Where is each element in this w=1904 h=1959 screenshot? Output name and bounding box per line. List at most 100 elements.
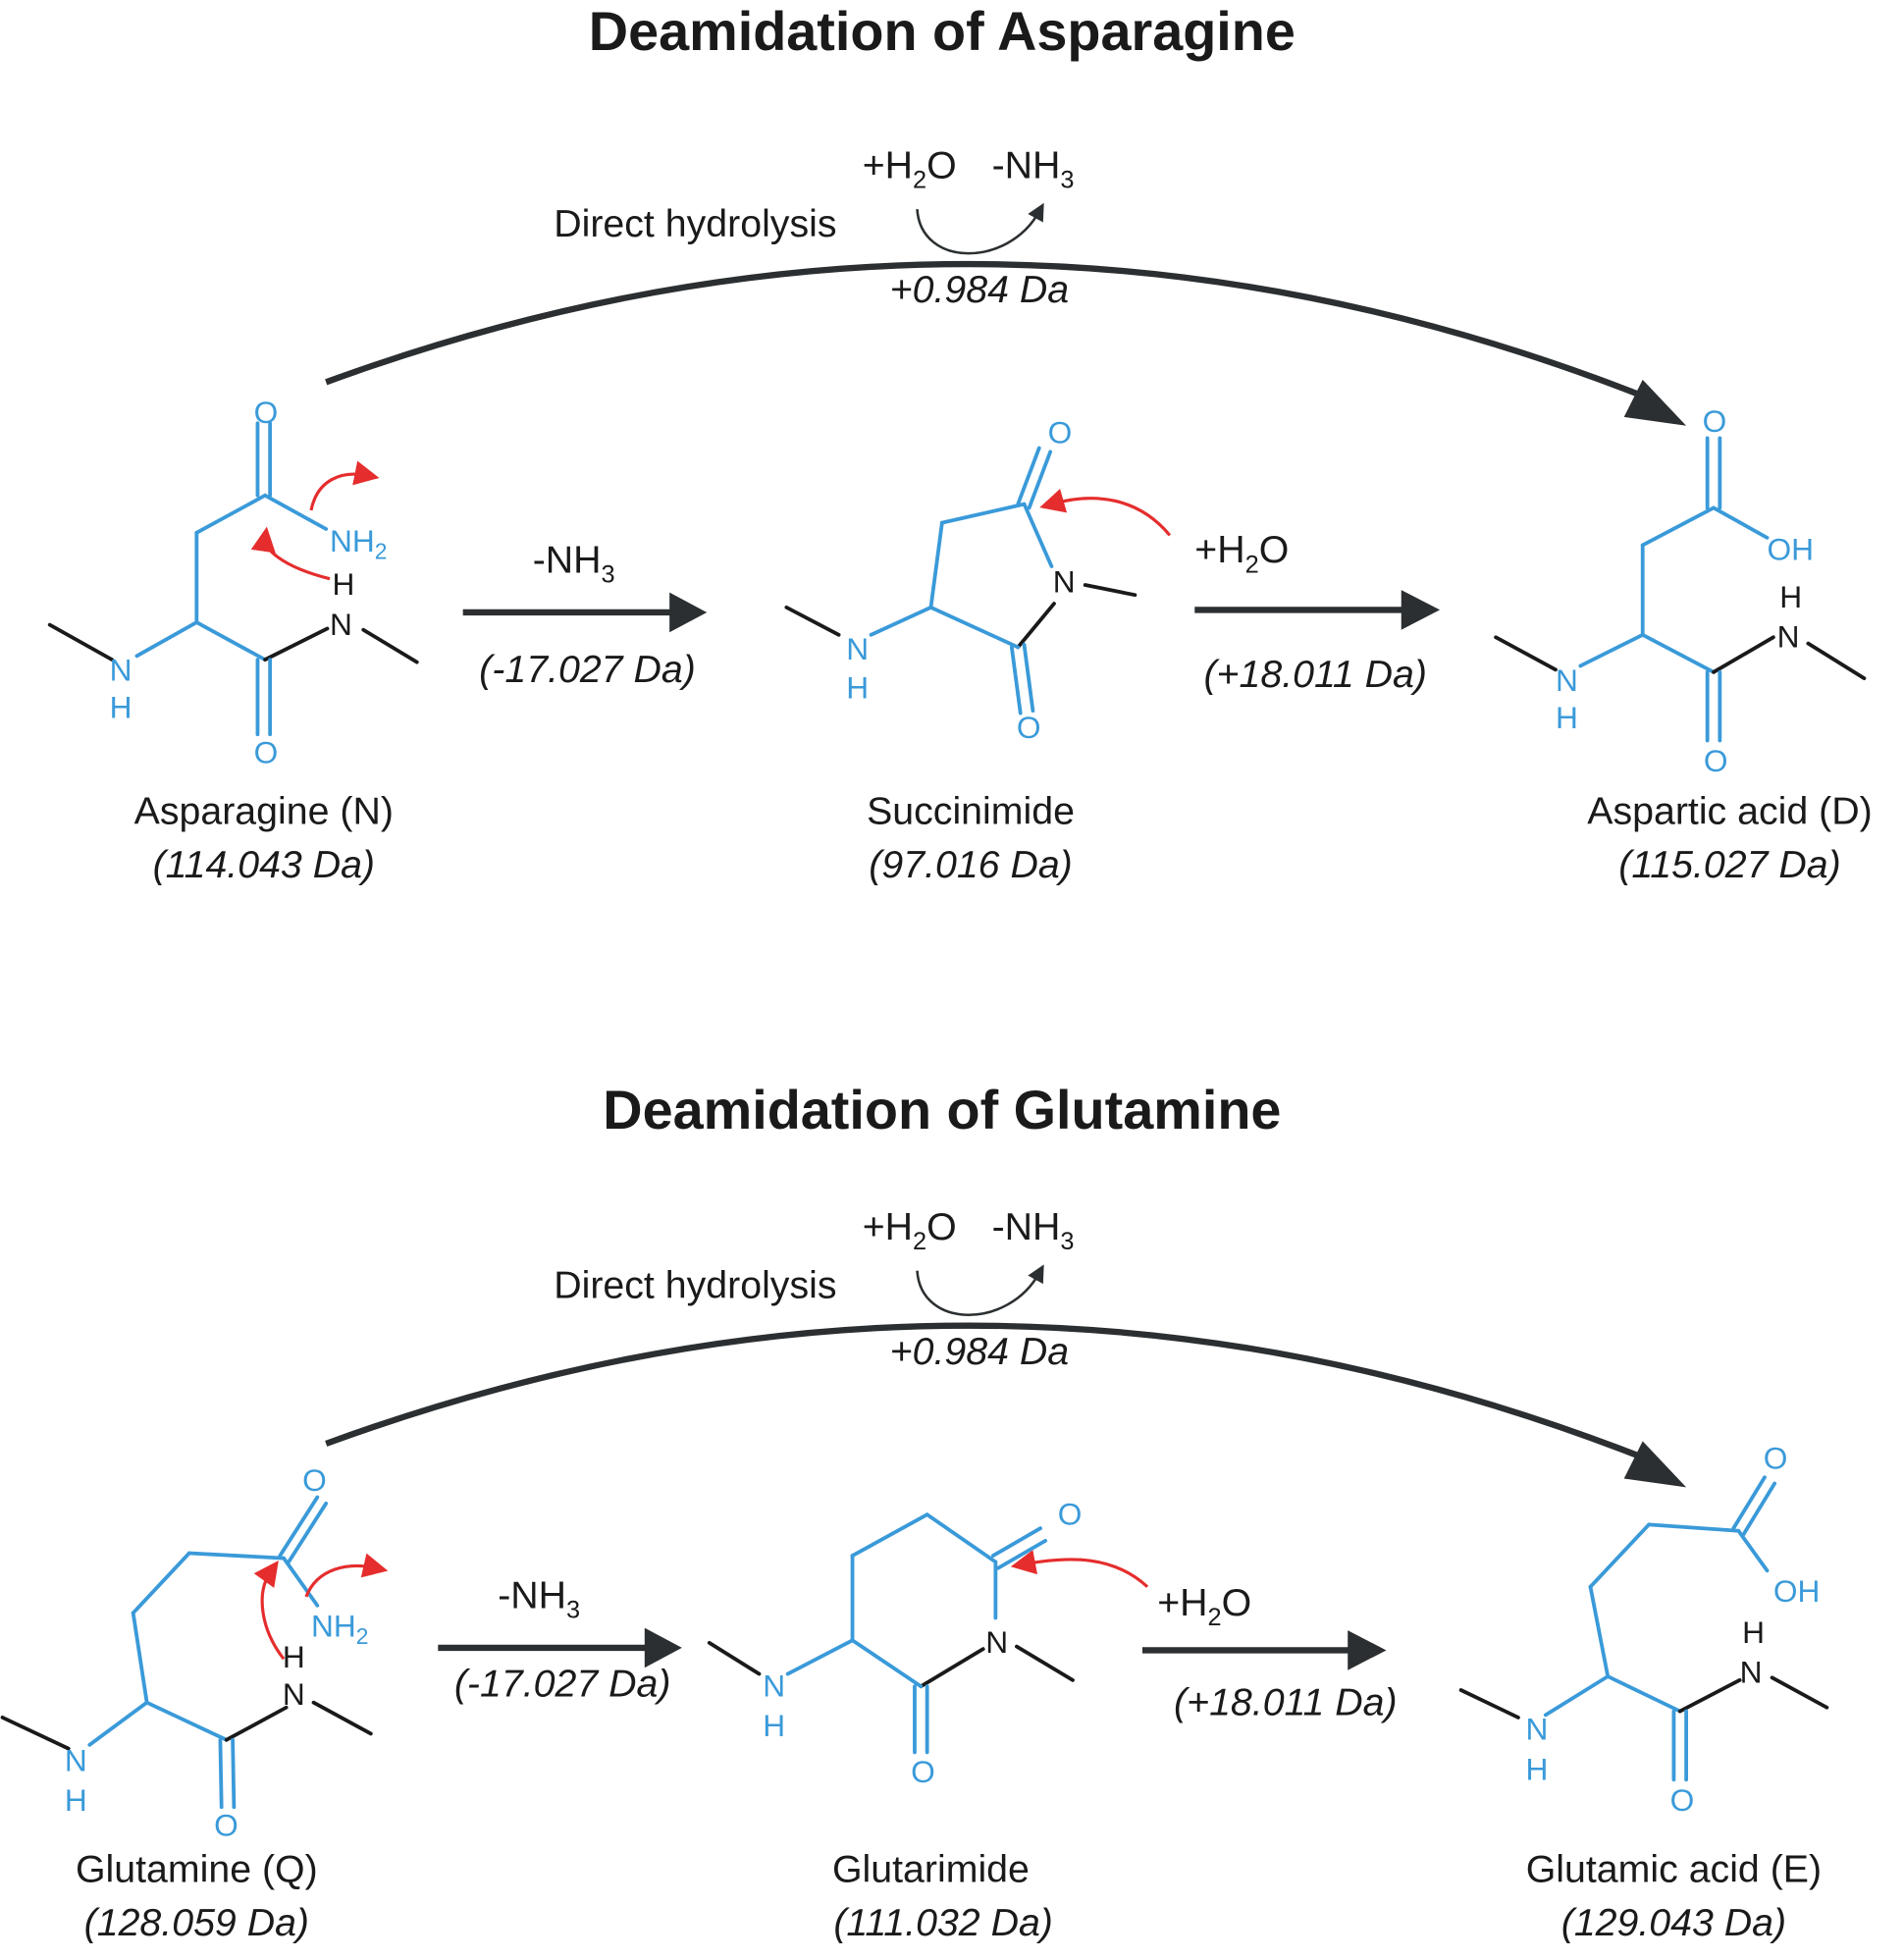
bond-line (1770, 1675, 1829, 1710)
bond-line (1015, 1644, 1075, 1682)
bond-line (925, 1512, 998, 1564)
atom-label: O (1048, 415, 1073, 450)
ammonia-released-label: -NH3 (992, 143, 1075, 193)
atom-label: H (1779, 579, 1802, 614)
atom-label: N (283, 1676, 305, 1712)
arrow-head-icon (1623, 1441, 1687, 1488)
electron-arrow-icon (1010, 1550, 1149, 1588)
atom-label: O (214, 1807, 238, 1842)
direct-hydrolysis-label: Direct hydrolysis (554, 1264, 836, 1307)
bond-line (1677, 1677, 1742, 1714)
step2-label: +H2O (1157, 1581, 1251, 1631)
side-reaction-arrow-icon (916, 202, 1044, 255)
bond-line (47, 622, 115, 662)
bond-line (1022, 502, 1054, 568)
bond-line (1016, 446, 1041, 506)
step1-mass: (-17.027 Da) (479, 648, 696, 691)
bond-line (311, 1700, 373, 1736)
bond-line (263, 626, 330, 662)
intermediate-name: Succinimide (867, 790, 1075, 833)
bond-line (134, 620, 199, 659)
direct-hydrolysis: Direct hydrolysis +H2O -NH3 +0.984 Da (325, 1205, 1687, 1488)
step2-mass: (+18.011 Da) (1203, 653, 1427, 696)
bond-line (287, 1501, 329, 1564)
intermediate-mass: (111.032 Da) (833, 1901, 1053, 1944)
electron-arrow-icon (250, 526, 331, 581)
atom-label: N (1053, 564, 1076, 600)
aspartic-acid-structure: N H O OH O H N (1494, 403, 1867, 778)
step1-reaction: -NH3 (-17.027 Da) (438, 1573, 682, 1705)
step2-reaction: +H2O (+18.011 Da) (1142, 1581, 1398, 1723)
bond-line (282, 1556, 320, 1608)
product-name: Aspartic acid (D) (1587, 790, 1872, 833)
atom-label: H (1556, 700, 1578, 735)
atom-label: H (110, 690, 132, 725)
glutarimide-structure: N H O N O (707, 1496, 1149, 1789)
bond-line (1588, 1522, 1651, 1589)
direct-hydrolysis: Direct hydrolysis +H2O -NH3 +0.984 Da (325, 143, 1687, 426)
bond-line (0, 1716, 71, 1751)
bond-line (194, 620, 267, 662)
atom-label: O (1017, 710, 1041, 745)
atom-label: O (1764, 1440, 1788, 1475)
start-mass: (114.043 Da) (153, 843, 375, 886)
arrow-head-icon (1348, 1630, 1387, 1670)
bond-line (850, 1512, 929, 1558)
bond-line (928, 520, 944, 609)
ammonia-released-label: -NH3 (992, 1205, 1075, 1255)
atom-label: O (1704, 743, 1728, 778)
step1-mass: (-17.027 Da) (454, 1662, 671, 1705)
atom-label: N (65, 1742, 87, 1777)
atom-label: N (846, 631, 869, 666)
product-mass: (129.043 Da) (1561, 1901, 1786, 1944)
atom-label: O (302, 1462, 327, 1498)
water-added-label: +H2O (863, 143, 957, 193)
bond-line (1640, 632, 1716, 674)
bond-line (850, 1638, 924, 1689)
intermediate-name: Glutarimide (832, 1847, 1030, 1890)
atom-label: N (1526, 1712, 1549, 1747)
bond-line (361, 627, 419, 664)
atom-label: H (65, 1782, 87, 1818)
panel-asparagine: Deamidation of Asparagine Direct hydroly… (47, 0, 1873, 886)
start-name: Glutamine (Q) (76, 1847, 318, 1890)
atom-label: N (1740, 1654, 1763, 1689)
bond-line (784, 605, 841, 637)
atom-label: O (1703, 403, 1727, 439)
atom-label: N (110, 653, 132, 688)
step2-label: +H2O (1194, 528, 1289, 578)
nh2-group: NH2 (311, 1608, 368, 1649)
electron-arrow-icon (253, 1561, 286, 1661)
product-name: Glutamic acid (E) (1526, 1847, 1822, 1890)
bond-line (231, 1737, 237, 1810)
atom-label: O (911, 1754, 935, 1789)
asparagine-structure: N H O NH2 O H N (47, 395, 419, 769)
electron-arrow-icon (1039, 488, 1172, 537)
atom-label: O (1670, 1782, 1695, 1818)
atom-label: H (1742, 1615, 1765, 1650)
bond-line (869, 605, 933, 637)
bond-line (224, 1705, 289, 1742)
bond-line (1806, 641, 1867, 681)
bond-line (263, 493, 329, 531)
bond-line (1016, 602, 1056, 650)
direct-hydrolysis-arrow (325, 1322, 1657, 1465)
bond-line (87, 1700, 149, 1747)
bond-line (1640, 505, 1716, 548)
start-name: Asparagine (N) (134, 790, 394, 833)
atom-label: O (254, 734, 279, 769)
intermediate-mass: (97.016 Da) (869, 843, 1073, 886)
atom-label: H (283, 1639, 305, 1674)
bond-line (131, 1551, 191, 1615)
direct-hydrolysis-arrow (325, 260, 1657, 404)
bond-line (1027, 450, 1053, 510)
bond-line (1736, 1528, 1770, 1573)
atom-label: OH (1773, 1573, 1821, 1609)
direct-mass-change: +0.984 Da (890, 268, 1069, 311)
bond-line (1458, 1688, 1520, 1720)
step2-mass: (+18.011 Da) (1174, 1680, 1398, 1723)
bond-line (1712, 635, 1775, 674)
atom-label: H (846, 669, 869, 705)
direct-mass-change: +0.984 Da (890, 1330, 1069, 1373)
